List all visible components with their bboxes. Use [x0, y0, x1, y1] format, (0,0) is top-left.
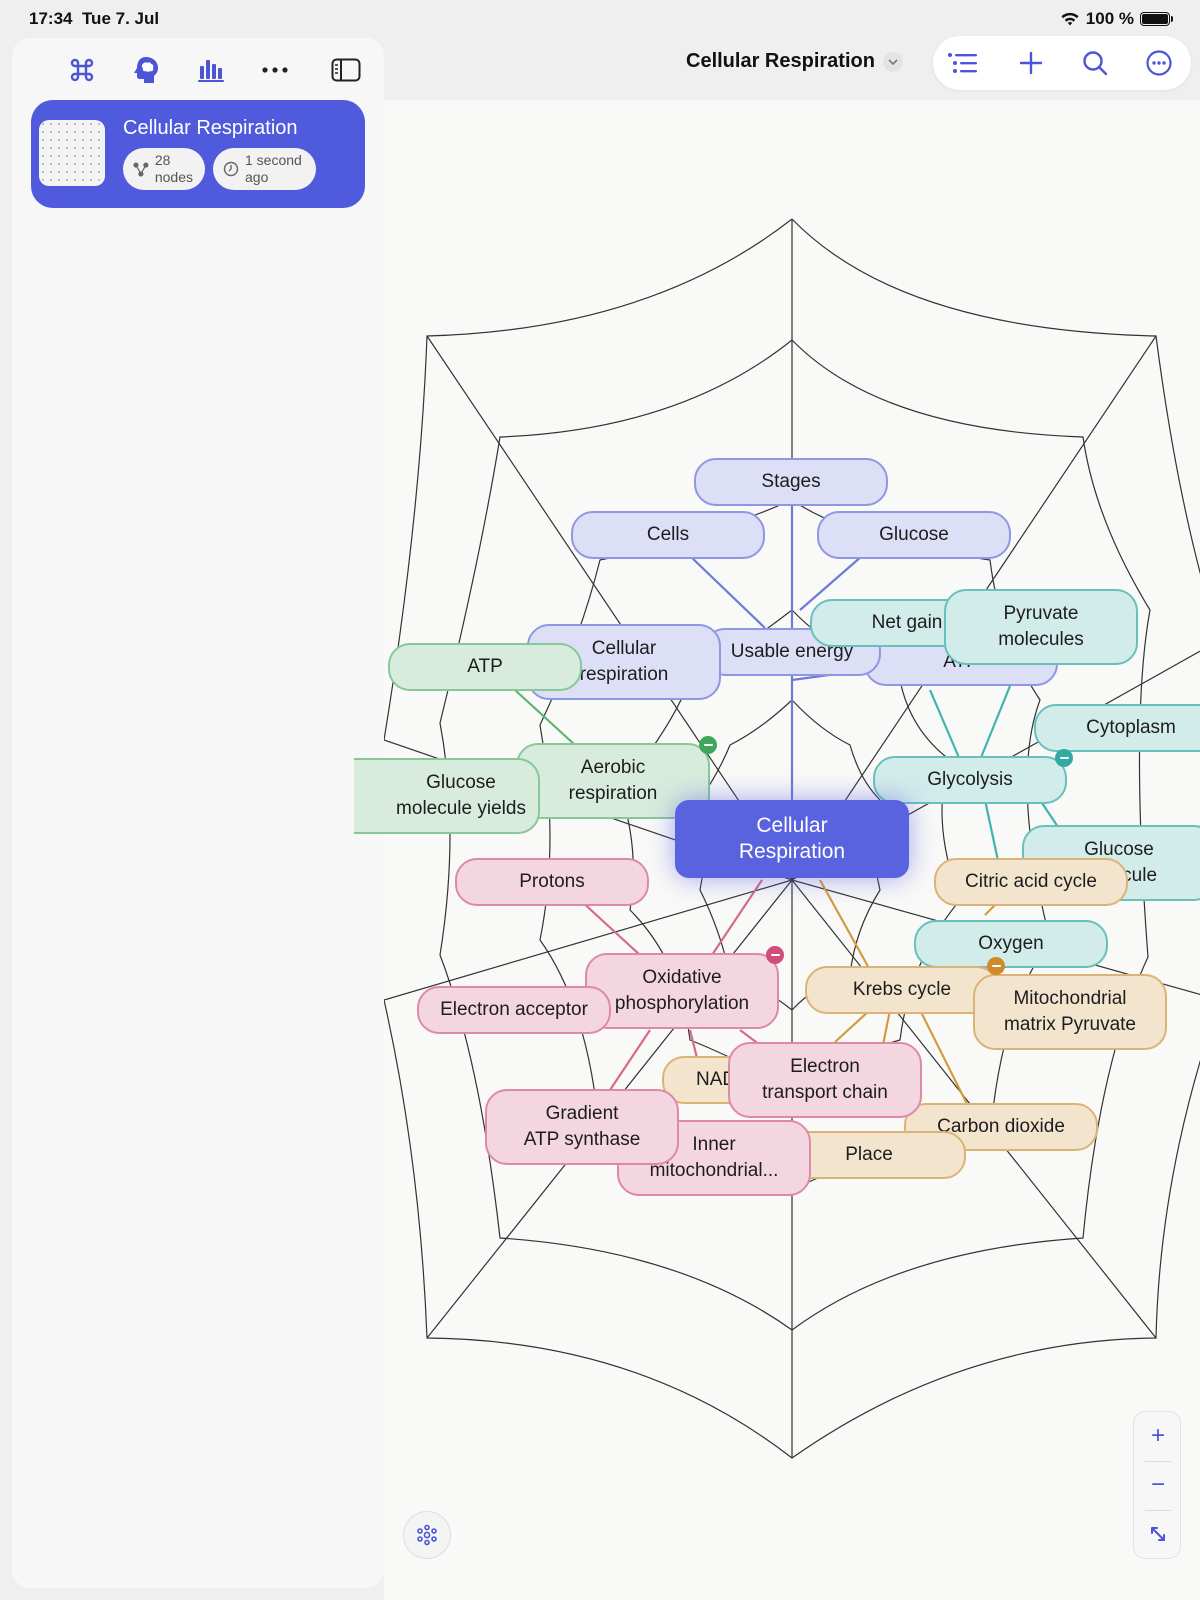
wifi-icon: [1061, 12, 1079, 25]
node-stages[interactable]: Stages: [694, 458, 888, 506]
command-button[interactable]: [60, 48, 104, 92]
search-icon: [1083, 51, 1108, 76]
battery-icon: [1140, 12, 1173, 26]
sidebar-toggle-button[interactable]: [324, 48, 368, 92]
layout-style-button[interactable]: [403, 1511, 451, 1559]
node-atp[interactable]: ATP: [388, 643, 582, 691]
map-title: Cellular Respiration: [686, 50, 875, 72]
node-electron-transport-chain[interactable]: Electron transport chain: [728, 1042, 922, 1118]
node-cytoplasm[interactable]: Cytoplasm: [1034, 704, 1200, 752]
collapse-krebs-button[interactable]: [987, 957, 1005, 975]
add-icon: [1019, 51, 1043, 75]
more-options-button[interactable]: [1137, 41, 1181, 85]
node-pyruvate-molecules[interactable]: Pyruvate molecules: [944, 589, 1138, 665]
document-title: Cellular Respiration: [123, 117, 298, 139]
map-title-menu[interactable]: Cellular Respiration: [686, 50, 903, 73]
clock-icon: [223, 161, 239, 177]
document-thumbnail: [39, 120, 105, 186]
ellipsis-icon: [262, 67, 288, 73]
top-toolbar: [933, 36, 1191, 90]
updated-badge: 1 second ago: [213, 148, 316, 190]
node-citric-acid-cycle[interactable]: Citric acid cycle: [934, 858, 1128, 906]
node-oxidative-phosphorylation[interactable]: Oxidative phosphorylation: [585, 953, 779, 1029]
expand-arrows-icon: [1151, 1527, 1165, 1541]
battery-percent: 100 %: [1085, 9, 1134, 28]
node-glucose[interactable]: Glucose: [817, 511, 1011, 559]
chevron-down-icon: [882, 51, 903, 72]
node-central-topic[interactable]: Cellular Respiration: [675, 800, 909, 878]
node-glycolysis[interactable]: Glycolysis: [873, 756, 1067, 804]
add-node-button[interactable]: [1009, 41, 1053, 85]
collapse-aerobic-button[interactable]: [699, 736, 717, 754]
brain-head-icon: [134, 57, 158, 83]
node-cellular-respiration[interactable]: Cellular respiration: [527, 624, 721, 700]
node-oxygen[interactable]: Oxygen: [914, 920, 1108, 968]
document-card[interactable]: Cellular Respiration 28 nodes 1 second a…: [31, 100, 365, 208]
mindmap-mode-button[interactable]: [125, 48, 169, 92]
node-mitochondrial-matrix-pyruvate[interactable]: Mitochondrial matrix Pyruvate: [973, 974, 1167, 1050]
nodes-icon: [133, 162, 149, 177]
node-gradient-atp-synthase[interactable]: Gradient ATP synthase: [485, 1089, 679, 1165]
node-glucose-molecule-yields[interactable]: Glucose molecule yields: [354, 758, 540, 834]
sidebar: Cellular Respiration 28 nodes 1 second a…: [12, 38, 384, 1588]
node-electron-acceptor[interactable]: Electron acceptor: [417, 986, 611, 1034]
statistics-button[interactable]: [189, 48, 233, 92]
more-circle-icon: [1146, 50, 1172, 76]
zoom-out-button[interactable]: −: [1150, 1471, 1165, 1498]
bar-chart-icon: [198, 60, 224, 82]
node-protons[interactable]: Protons: [455, 858, 649, 906]
status-bar: 17:34 Tue 7. Jul 100 %: [0, 0, 1200, 36]
updated-time: 1 second ago: [245, 152, 302, 185]
command-icon: [70, 58, 94, 82]
node-cells[interactable]: Cells: [571, 511, 765, 559]
more-button[interactable]: [253, 48, 297, 92]
fit-to-screen-button[interactable]: [1136, 1512, 1180, 1556]
status-time: 17:34 Tue 7. Jul: [29, 9, 160, 28]
zoom-controls: + −: [1133, 1411, 1181, 1559]
collapse-oxidative-button[interactable]: [766, 946, 784, 964]
node-count: 28 nodes: [154, 152, 193, 185]
node-count-badge: 28 nodes: [123, 148, 205, 190]
layout-cluster-icon: [417, 1524, 437, 1546]
sidebar-toggle-icon: [331, 58, 361, 82]
collapse-glycolysis-button[interactable]: [1055, 749, 1073, 767]
outline-button[interactable]: [941, 41, 985, 85]
zoom-in-button[interactable]: +: [1150, 1422, 1165, 1449]
node-aerobic-respiration[interactable]: Aerobic respiration: [516, 743, 710, 819]
sidebar-toolbar: [12, 48, 384, 92]
search-button[interactable]: [1073, 41, 1117, 85]
node-krebs-cycle[interactable]: Krebs cycle: [805, 966, 999, 1014]
outline-list-icon: [948, 53, 977, 73]
